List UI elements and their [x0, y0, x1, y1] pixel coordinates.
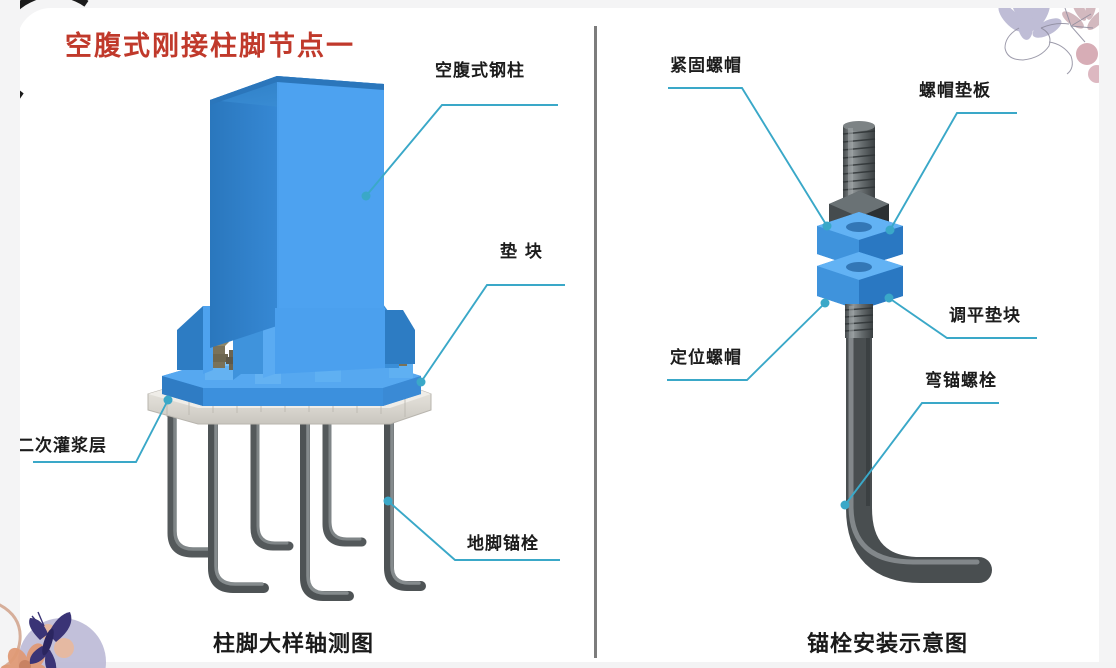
label-nut-backing-plate: 螺帽垫板 [919, 81, 991, 101]
column-base-assembly [147, 76, 432, 601]
column-base-flare [275, 308, 385, 374]
butterfly-flower-decoration-icon [0, 603, 106, 668]
label-hollow-steel-column: 空腹式钢柱 [435, 61, 525, 81]
label-foundation-anchor: 地脚锚栓 [467, 534, 539, 554]
leader-lines [33, 87, 1037, 561]
label-fastening-nut: 紧固螺帽 [670, 56, 742, 76]
threaded-rod-top [842, 121, 876, 198]
page-title: 空腹式刚接柱脚节点一 [65, 31, 355, 62]
floral-decoration-icon [998, 8, 1099, 83]
threaded-rod-lower [844, 304, 874, 338]
bottom-edge-strip [0, 662, 1116, 668]
label-locating-nut: 定位螺帽 [670, 348, 742, 368]
left-edge-strip [0, 0, 20, 668]
caption-right-figure: 锚栓安装示意图 [807, 632, 969, 657]
anchor-bolt-assembly [817, 121, 992, 583]
anchor-bolt-group [167, 393, 426, 601]
hollow-steel-column [210, 76, 384, 348]
label-secondary-grout: 二次灌浆层 [17, 436, 107, 456]
caption-left-figure: 柱脚大样轴测图 [213, 632, 375, 657]
label-bent-anchor-bolt: 弯锚螺栓 [925, 371, 997, 391]
technical-illustrations [33, 76, 1037, 601]
slide-card: 空腹式刚接柱脚节点一 空腹式钢柱 垫 块 二次灌浆层 地脚锚栓 紧固螺帽 螺帽垫… [17, 8, 1099, 663]
panel-divider [594, 26, 597, 658]
label-leveling-block: 调平垫块 [949, 306, 1021, 326]
label-spacer-block: 垫 块 [500, 242, 543, 262]
